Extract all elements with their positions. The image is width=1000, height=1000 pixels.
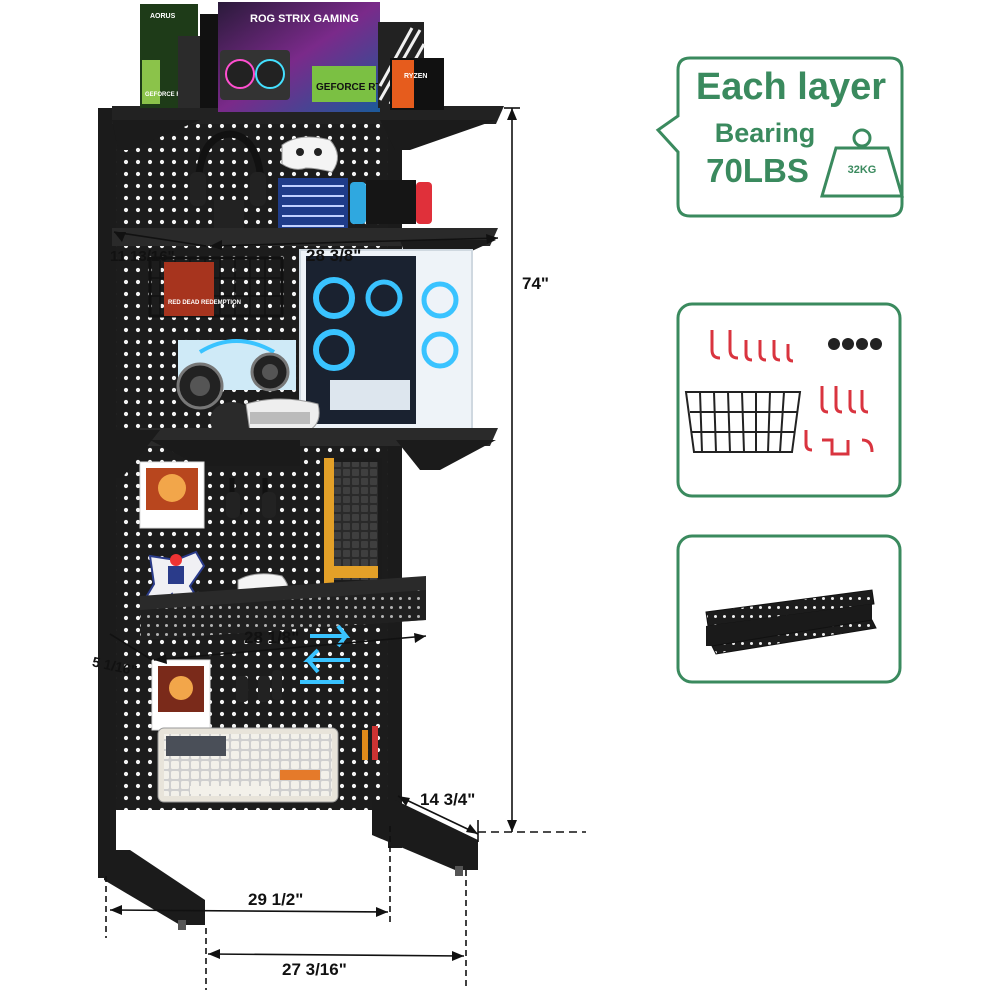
peg-caps-icon	[828, 338, 882, 350]
game-controller-top	[281, 136, 338, 173]
upper-shelf-depth-label: 11 13/16"	[110, 248, 175, 265]
lower-shelf	[140, 576, 426, 640]
cpu-box-label: RYZEN	[404, 73, 427, 80]
wire-basket-upper: RED DEAD REDEMPTION	[148, 256, 284, 318]
cpu-box-ryzen: RYZEN	[390, 58, 444, 110]
callout-title: Each layer	[695, 66, 887, 108]
inner-width-dim-line	[109, 909, 389, 913]
game-stack	[278, 178, 348, 234]
upper-shelf-width-label: 28 3/8"	[306, 246, 362, 265]
monitor-speakers	[176, 339, 296, 410]
inner-width-label: 29 1/2"	[248, 890, 304, 909]
weight-icon	[820, 128, 904, 198]
weight-icon-label: 32KG	[847, 164, 877, 176]
horizontal-keyboard	[157, 727, 339, 803]
lower-hooks	[236, 670, 282, 702]
gpu-box-aorus-model: GEFORCE RTX	[145, 92, 188, 98]
dimension-arrowheads	[110, 108, 517, 961]
upper-depth-dim-line	[113, 231, 207, 247]
game-box-label: RED DEAD REDEMPTION	[168, 300, 241, 306]
left-foot	[104, 850, 205, 925]
gpu-box-rog-label: ROG STRIX GAMING	[250, 13, 359, 25]
left-post	[98, 108, 116, 878]
accessory-panel-tray	[676, 534, 902, 684]
height-label: 74"	[522, 274, 549, 293]
gpu-box-rog-model: GEFORCE RTX	[316, 82, 389, 93]
wire-basket-icon	[684, 391, 802, 453]
console-switch	[350, 180, 432, 224]
outer-width-dim-line	[207, 953, 465, 957]
pegboard-tray-icon	[705, 589, 877, 655]
pc-case	[299, 249, 473, 431]
red-hook-icons	[710, 330, 874, 456]
poster-upper	[139, 461, 205, 529]
gpu-box-rog-strix: ROG STRIX GAMING GEFORCE RTX	[218, 2, 389, 112]
dimension-lines	[105, 107, 586, 990]
callout-load: 70LBS	[706, 152, 809, 189]
poster-lower	[151, 659, 211, 731]
outer-width-label: 27 3/16"	[282, 960, 347, 979]
base-depth-label: 14 3/4"	[420, 790, 476, 809]
top-shelf	[112, 106, 504, 150]
base-depth-dim-line	[397, 795, 479, 835]
vertical-keyboard	[324, 458, 382, 584]
headphone-hooks	[226, 478, 276, 518]
gpu-box-aorus-label: AORUS	[150, 13, 176, 20]
upper-width-dim-line	[209, 237, 499, 247]
middle-shelf	[112, 428, 498, 478]
callout-subtitle: Bearing	[714, 118, 816, 148]
accessory-panel-hooks	[676, 302, 902, 498]
screwdrivers	[362, 726, 378, 760]
lower-width-dim-line	[153, 635, 427, 661]
right-foot	[372, 800, 478, 870]
load-callout	[655, 56, 904, 218]
lower-depth-dim-line	[109, 633, 153, 661]
neon-arrows	[300, 624, 351, 684]
lower-shelf-width-label: 28 1/8"	[244, 628, 300, 647]
